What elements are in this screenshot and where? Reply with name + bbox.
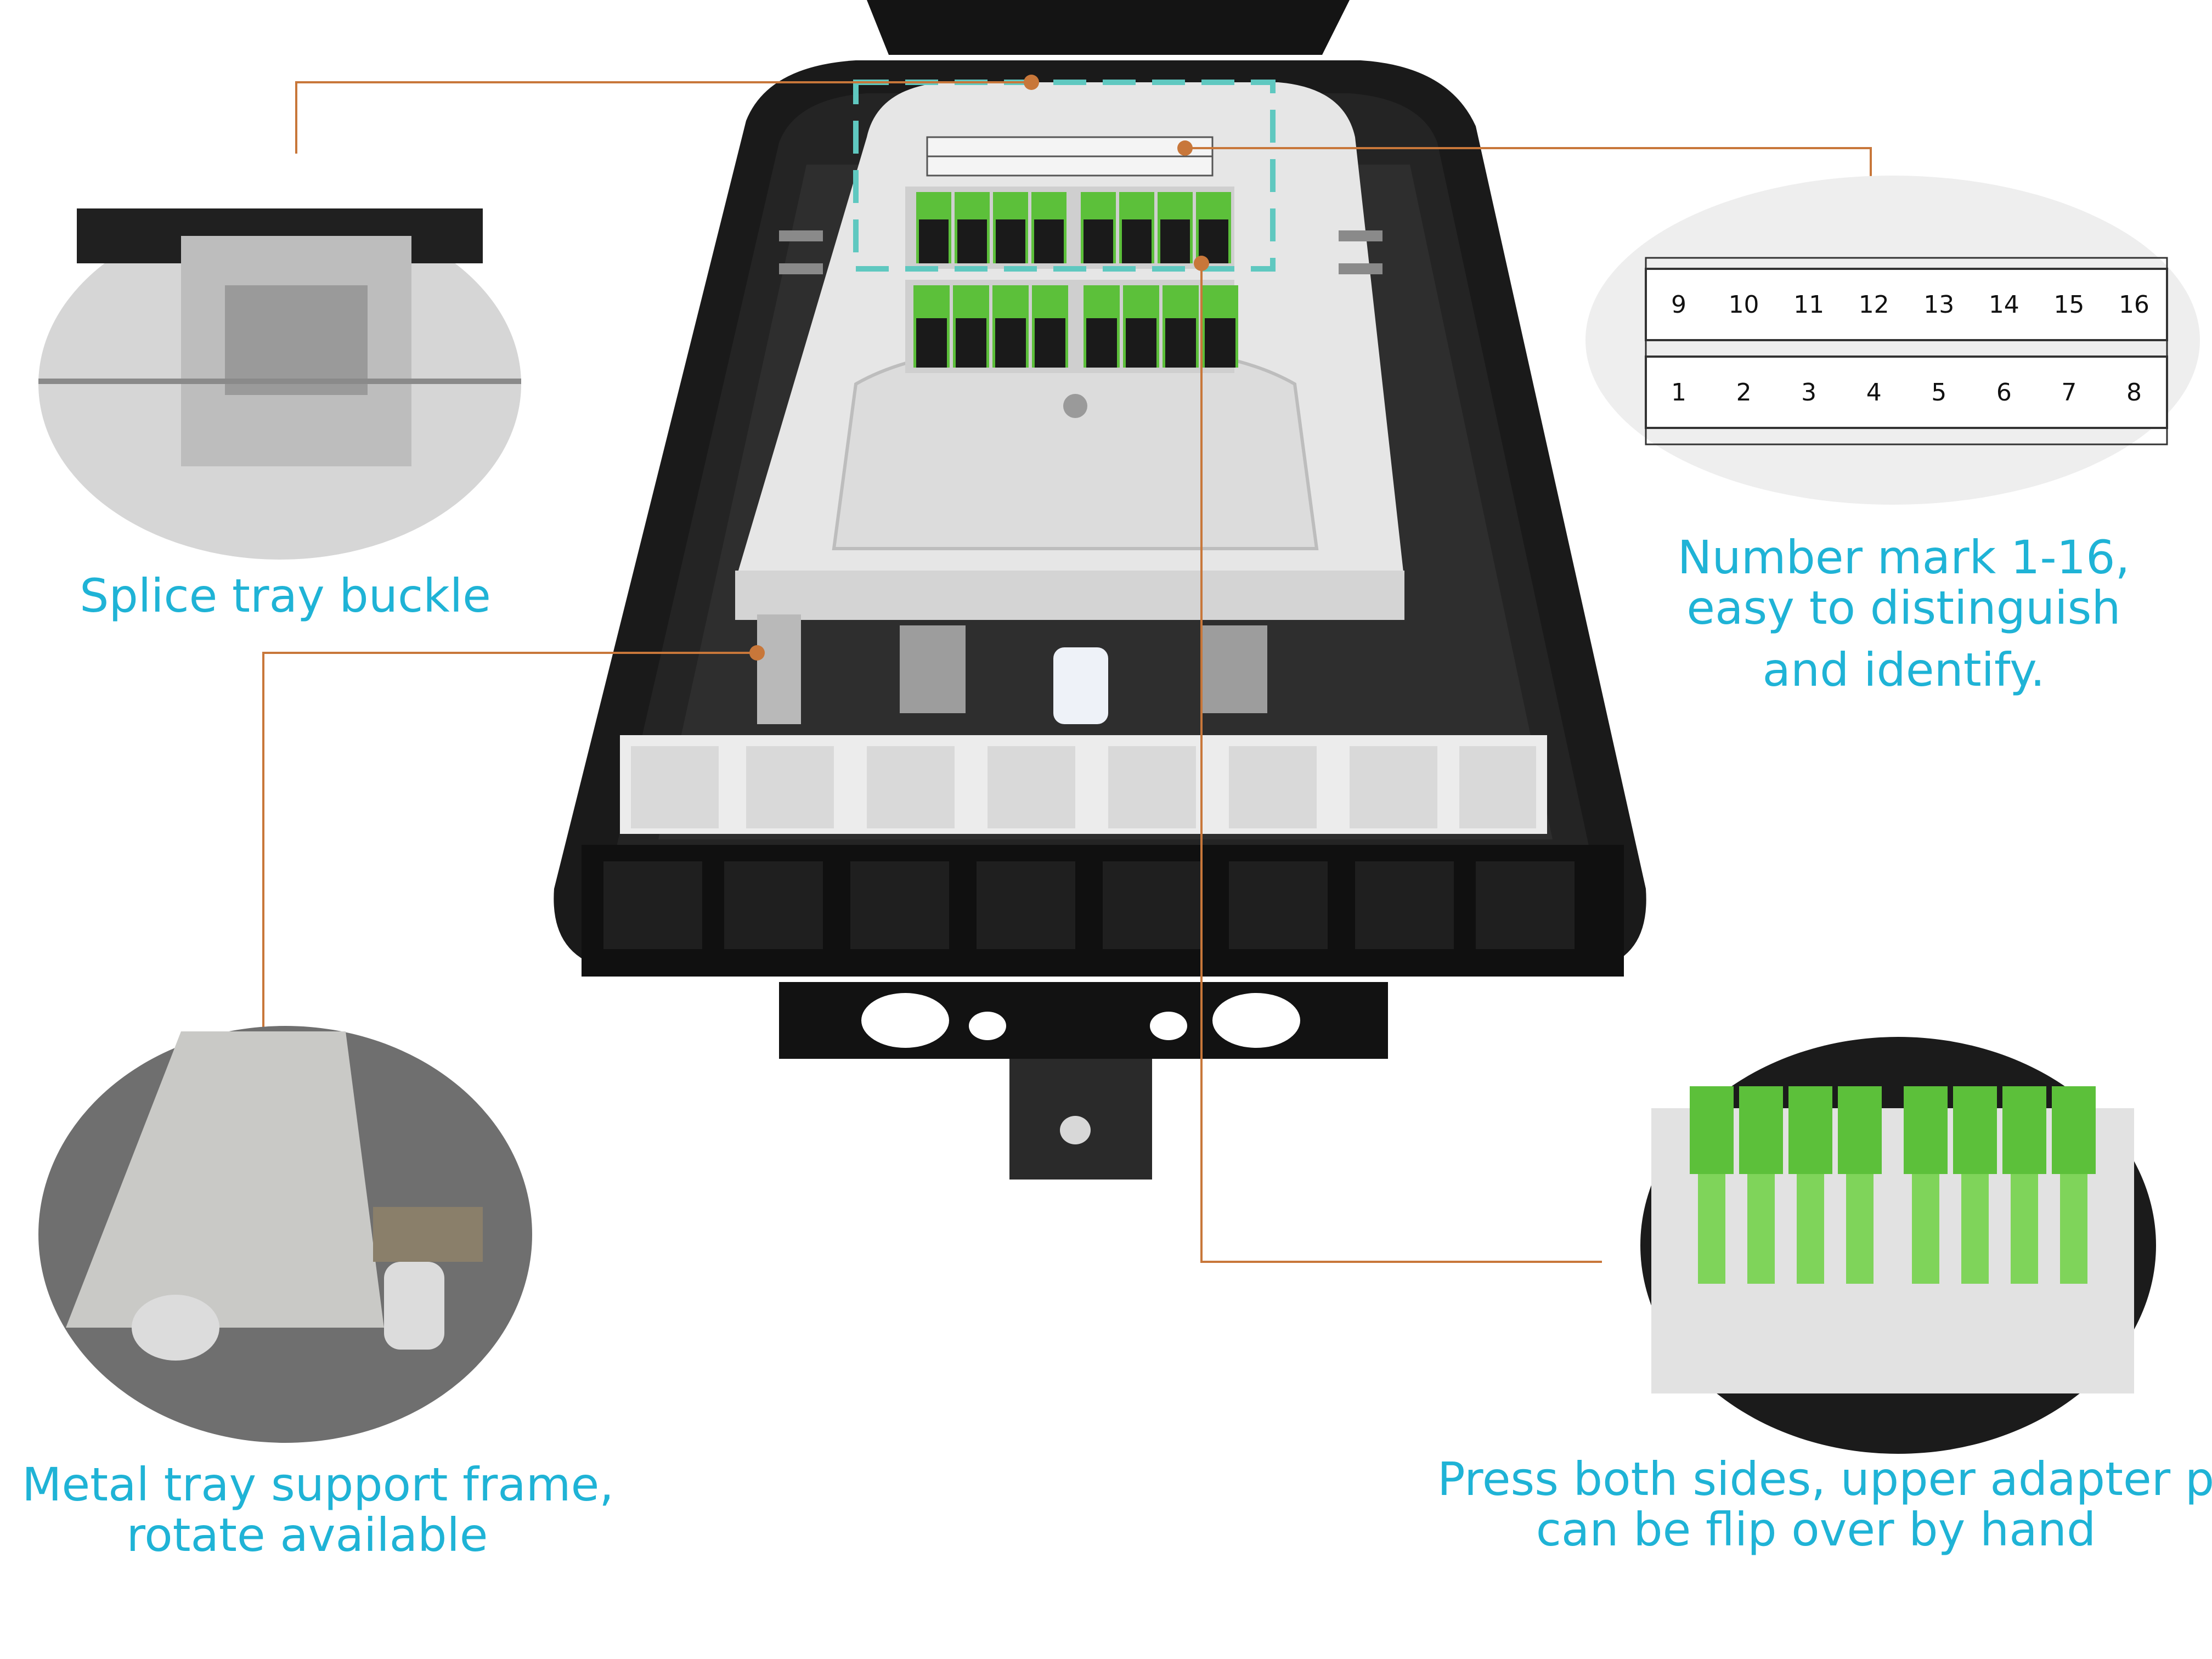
- label-cell: 10: [1728, 290, 1759, 319]
- number-label-top-row: 9 10 11 12 13 14 15 16: [1651, 274, 2162, 335]
- label-cell: 13: [1923, 290, 1955, 319]
- detail-number-mark: [1585, 176, 2200, 505]
- label-cell: 8: [2126, 378, 2142, 407]
- label-cell: 2: [1736, 378, 1752, 407]
- label-cell: 6: [1996, 378, 2012, 407]
- detail-splice-tray-buckle: [38, 208, 521, 560]
- number-label-bottom-row: 1 2 3 4 5 6 7 8: [1651, 362, 2162, 422]
- leader-dots: [749, 75, 1209, 661]
- caption-splice-tray-buckle: Splice tray buckle: [66, 569, 505, 623]
- enclosure-lid: [867, 0, 1350, 55]
- caption-line: can be flip over by hand: [1536, 1503, 2096, 1557]
- metal-tray-supports: [757, 614, 1267, 724]
- label-cell: 5: [1931, 378, 1947, 407]
- label-cell: 3: [1801, 378, 1817, 407]
- label-cell: 4: [1866, 378, 1882, 407]
- cable-entry-ports: [582, 845, 1624, 977]
- caption-metal-tray-frame: Metal tray support frame, rotate availab…: [22, 1458, 614, 1562]
- highlight-box: [853, 80, 1276, 272]
- caption-number-mark: Number mark 1-16, easy to distinguish an…: [1657, 531, 2151, 697]
- bottom-mount: [779, 982, 1388, 1180]
- lower-adapter-row: [905, 280, 1238, 373]
- cable-clamp-row: [620, 735, 1547, 834]
- label-cell: 16: [2118, 290, 2149, 319]
- caption-line: Number mark 1-16,: [1677, 531, 2130, 584]
- caption-line: rotate available: [126, 1508, 488, 1562]
- label-cell: 12: [1858, 290, 1889, 319]
- caption-line: Press both sides, upper adapter plate: [1437, 1452, 2212, 1506]
- detail-adapter-plate: [1640, 1037, 2156, 1454]
- label-cell: 1: [1671, 378, 1686, 407]
- caption-line: easy to distinguish: [1686, 581, 2121, 635]
- caption-press-sides: Press both sides, upper adapter plate ca…: [1437, 1452, 2212, 1557]
- label-cell: 15: [2053, 290, 2085, 319]
- tray-number-label: [926, 136, 1214, 177]
- caption-line: Metal tray support frame,: [22, 1458, 614, 1511]
- label-cell: 14: [1988, 290, 2019, 319]
- label-cell: 9: [1671, 290, 1686, 319]
- label-cell: 7: [2061, 378, 2077, 407]
- caption-line: and identify.: [1762, 642, 2045, 697]
- label-cell: 11: [1793, 290, 1825, 319]
- detail-metal-tray-frame: [38, 1026, 532, 1443]
- caption-line: Splice tray buckle: [80, 569, 491, 623]
- upper-adapter-row: [905, 187, 1234, 269]
